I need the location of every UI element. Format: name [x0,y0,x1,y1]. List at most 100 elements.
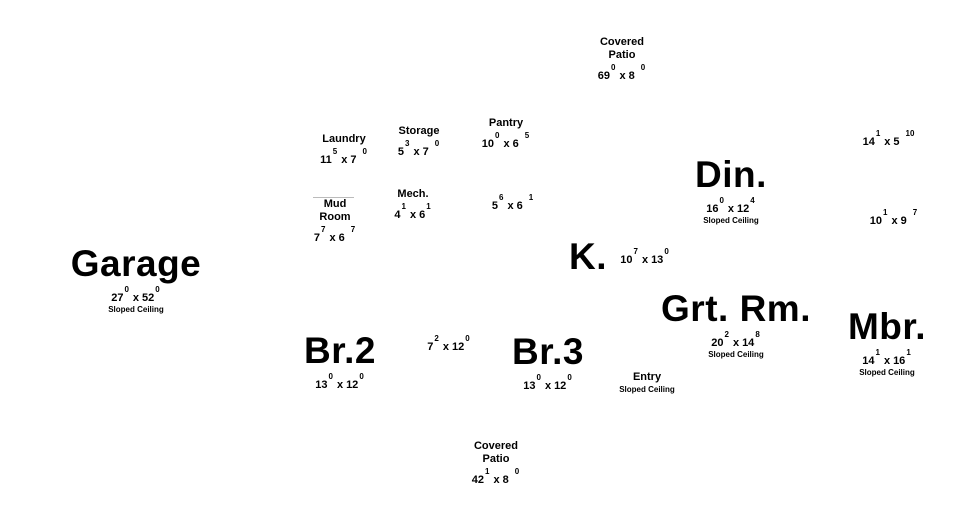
dimension-separator [545,380,551,392]
dimension-width-feet: 14 [862,355,875,367]
room-dimensions: 130120 [523,373,573,392]
room-dimensions: 7767 [314,225,356,244]
room-label: Mud [323,198,347,210]
dimension-width-inches: 7 [320,225,326,234]
dimension-width-feet: 42 [471,474,485,486]
room-label: Entry [632,371,662,383]
dimension-width-feet: 69 [597,70,611,82]
room-laundry: Laundry 11570 [320,133,368,166]
dimension-separator [443,341,449,353]
room-kitchen: K. [569,237,607,277]
room-entry: Entry Sloped Ceiling [619,371,675,395]
dimension-length-inches: 1 [528,193,534,202]
room-dimensions: 130120 [315,372,365,391]
room-storage: Storage 5370 [398,125,440,158]
dimension-length-feet: 8 [502,474,509,486]
room-closet: 5661 [492,192,534,212]
dimension-length-inches: 0 [465,334,470,343]
room-label: Mbr. [847,306,927,347]
room-pantry: Pantry 10065 [482,117,530,150]
room-label: Storage [398,125,440,137]
room-dimensions: 11570 [320,147,368,166]
dimension-separator [620,70,626,82]
room-dimensions: 5370 [398,139,440,158]
room-label: K. [569,236,607,277]
dimension-length-feet: 9 [900,215,907,227]
dimension-length-inches: 7 [912,208,918,217]
dimension-separator [733,337,739,349]
dimension-width-inches: 0 [495,131,500,140]
dimension-separator [884,355,890,367]
dimension-length-feet: 52 [142,292,155,304]
room-dimensions: 141161 [862,348,912,367]
dimension-separator [494,474,500,486]
dimension-length-inches: 0 [640,63,646,72]
room-label: Covered [473,440,519,452]
room-mech: Mech. 4161 [394,188,431,221]
dimension-width-feet: 13 [315,379,328,391]
room-label: Garage [70,243,202,284]
dimension-length-inches: 0 [567,373,572,382]
dimension-separator [504,138,510,150]
dimension-width-inches: 2 [434,334,439,343]
room-mud-room: Mud Room 7767 [314,198,356,244]
dimension-width-inches: 1 [883,208,888,217]
room-dimensions: 69080 [598,63,646,82]
dimension-width-feet: 14 [862,136,875,148]
room-dimensions: 101 97 [870,208,918,227]
room-label: Covered [599,36,645,48]
room-dimensions: 141510 [863,129,916,148]
room-dining: Din. 160124 Sloped Ceiling [695,155,767,226]
room-note: Sloped Ceiling [619,385,675,394]
dimension-length-inches: 5 [524,131,530,140]
dimension-width-feet: 20 [711,337,724,349]
dimension-width-inches: 7 [633,247,638,256]
dimension-width-feet: 4 [394,209,401,221]
dimension-length-feet: 12 [452,341,465,353]
room-dimensions: 421 80 [472,467,520,486]
room-dimensions: 270520 [111,285,161,304]
dimension-separator [133,292,139,304]
dimension-length-feet: 12 [737,203,750,215]
room-bedroom-3: Br.3 130120 [512,332,584,393]
dimension-width-inches: 0 [536,373,541,382]
dimension-width-feet: 7 [313,232,320,244]
dimension-width-inches: 0 [124,285,129,294]
dimension-length-feet: 16 [893,355,906,367]
dimension-length-inches: 0 [155,285,160,294]
room-dimensions: 72120 [427,334,470,353]
room-great-room: Grt. Rm. 202148 Sloped Ceiling [661,289,811,360]
dimension-width-inches: 2 [724,330,729,339]
room-label: Patio [608,49,636,61]
dimension-width-inches: 1 [401,202,406,211]
dimension-width-inches: 1 [485,467,490,476]
dimension-width-feet: 10 [481,138,495,150]
dimension-length-inches: 0 [514,467,520,476]
dimension-width-inches: 3 [404,139,410,148]
dimension-width-inches: 0 [328,372,333,381]
dimension-length-feet: 7 [350,154,357,166]
dimension-length-inches: 10 [905,129,915,138]
dimension-length-feet: 12 [554,380,567,392]
dimension-length-inches: 8 [755,330,760,339]
dimension-length-feet: 12 [346,379,359,391]
dimension-width-feet: 27 [111,292,124,304]
dimension-width-feet: 13 [523,380,536,392]
dimension-separator [884,136,890,148]
dimension-separator [892,215,898,227]
dimension-width-inches: 0 [719,196,724,205]
dimension-separator [329,232,335,244]
dimension-length-inches: 7 [350,225,356,234]
dimension-length-feet: 6 [516,200,523,212]
dimension-length-feet: 6 [419,209,426,221]
dimension-width-feet: 16 [706,203,719,215]
room-bath-b: 101 97 [870,207,918,227]
dimension-length-feet: 14 [742,337,755,349]
room-master: Mbr. 141161 Sloped Ceiling [848,307,926,378]
room-note: Sloped Ceiling [859,368,915,377]
dimension-length-inches: 1 [906,348,911,357]
room-kitchen-dimensions: 107130 [620,246,670,266]
dimension-separator [337,379,343,391]
dimension-width-feet: 10 [869,215,883,227]
room-dimensions: 4161 [394,202,431,221]
